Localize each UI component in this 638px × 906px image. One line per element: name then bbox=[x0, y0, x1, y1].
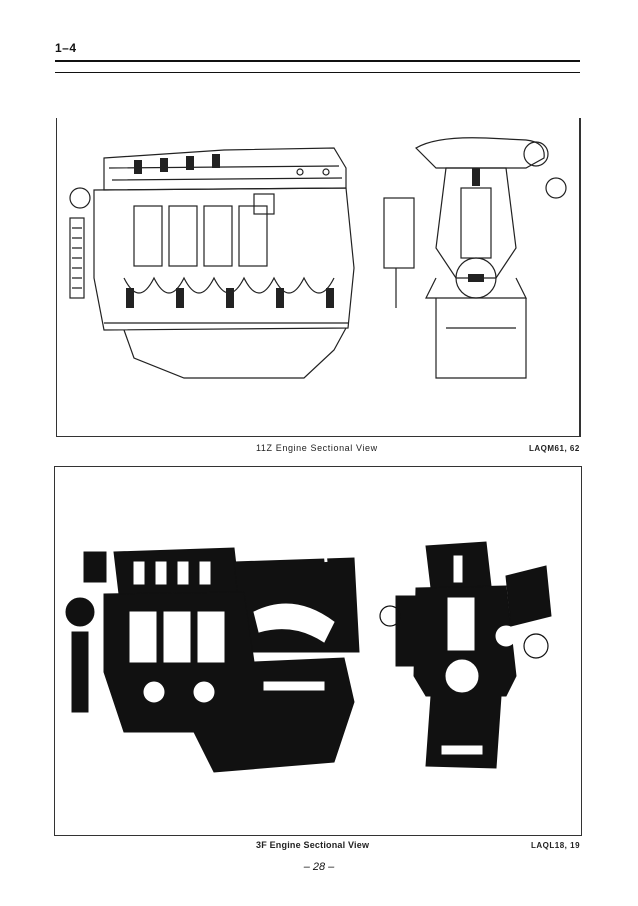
figure-2-code: LAQL18, 19 bbox=[531, 841, 581, 850]
engine-11z-front-illustration bbox=[383, 137, 567, 379]
figure-1-code: LAQM61, 62 bbox=[529, 444, 580, 453]
engine-11z-side-illustration bbox=[69, 147, 355, 379]
figure-1-caption: 11Z Engine Sectional View bbox=[256, 443, 378, 453]
page-header-number: 1–4 bbox=[55, 41, 77, 55]
engine-3f-side-illustration bbox=[65, 538, 360, 773]
engine-3f-front-illustration bbox=[379, 541, 552, 769]
footer-page-number: – 28 – bbox=[303, 861, 335, 873]
header-rule-thick bbox=[55, 60, 580, 62]
figure-2-caption: 3F Engine Sectional View bbox=[256, 840, 370, 850]
header-rule-thin bbox=[55, 72, 580, 73]
